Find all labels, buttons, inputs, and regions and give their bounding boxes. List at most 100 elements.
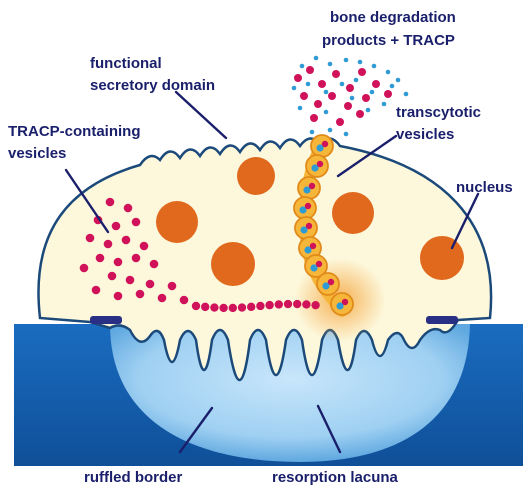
tracp-vesicle (311, 301, 319, 309)
label-ruffled-border: ruffled border (84, 469, 182, 486)
nucleus-3 (211, 242, 255, 286)
label-bone-products-2: products + TRACP (322, 32, 455, 49)
tracp-vesicle (192, 302, 200, 310)
product-tracp (306, 66, 314, 74)
tracp-vesicle (136, 290, 145, 299)
tracp-vesicle (247, 303, 255, 311)
label-transcytotic-2: vesicles (396, 126, 454, 143)
tracp-vesicle (293, 300, 301, 308)
product-bone-fragment (324, 110, 329, 115)
tracp-vesicle (302, 300, 310, 308)
tracp-vesicle (92, 286, 101, 295)
sealing-zone-left (90, 316, 122, 324)
tracp-vesicle (126, 276, 135, 285)
tracp-vesicle (104, 240, 113, 249)
vesicle-content-magenta (316, 261, 322, 267)
label-bone-products-1: bone degradation (330, 9, 456, 26)
vesicle-content-magenta (328, 279, 334, 285)
tracp-vesicle (275, 300, 283, 308)
product-tracp (328, 92, 336, 100)
tracp-vesicle (106, 198, 115, 207)
tracp-vesicle (132, 254, 141, 263)
tracp-vesicle (168, 282, 177, 291)
product-tracp (372, 80, 380, 88)
product-bone-fragment (386, 70, 391, 75)
tracp-vesicle (146, 280, 155, 289)
product-bone-fragment (292, 86, 297, 91)
product-bone-fragment (344, 132, 349, 137)
tracp-vesicle (114, 258, 123, 267)
nucleus-1 (237, 157, 275, 195)
product-bone-fragment (404, 92, 409, 97)
product-bone-fragment (354, 78, 359, 83)
nucleus-2 (156, 201, 198, 243)
tracp-vesicle (180, 296, 189, 305)
label-secretory-1: functional (90, 55, 162, 72)
label-resorption-lacuna: resorption lacuna (272, 469, 399, 486)
product-bone-fragment (372, 64, 377, 69)
degradation-products-group (292, 56, 409, 137)
product-tracp (318, 80, 326, 88)
tracp-vesicle (140, 242, 149, 251)
label-tracp-1: TRACP-containing (8, 123, 141, 140)
tracp-vesicle (80, 264, 89, 273)
product-tracp (332, 70, 340, 78)
product-bone-fragment (314, 56, 319, 61)
tracp-vesicle (124, 204, 133, 213)
product-tracp (356, 110, 364, 118)
tracp-vesicle (210, 303, 218, 311)
product-tracp (384, 90, 392, 98)
product-bone-fragment (344, 58, 349, 63)
product-tracp (310, 114, 318, 122)
product-bone-fragment (324, 90, 329, 95)
label-nucleus: nucleus (456, 179, 513, 196)
product-tracp (346, 84, 354, 92)
product-bone-fragment (310, 130, 315, 135)
tracp-vesicle (112, 222, 121, 231)
tracp-vesicle (201, 303, 209, 311)
tracp-vesicle (158, 294, 167, 303)
product-bone-fragment (300, 64, 305, 69)
product-bone-fragment (340, 82, 345, 87)
tracp-vesicle (256, 302, 264, 310)
product-bone-fragment (366, 108, 371, 113)
tracp-vesicle (108, 272, 117, 281)
vesicle-content-magenta (342, 299, 348, 305)
tracp-vesicle (86, 234, 95, 243)
product-bone-fragment (328, 128, 333, 133)
vesicle-content-magenta (309, 183, 315, 189)
product-tracp (344, 102, 352, 110)
tracp-vesicle (132, 218, 141, 227)
vesicle-content-magenta (305, 203, 311, 209)
product-bone-fragment (382, 102, 387, 107)
product-bone-fragment (298, 106, 303, 111)
sealing-zone-right (426, 316, 458, 324)
product-tracp (358, 68, 366, 76)
product-tracp (362, 94, 370, 102)
label-tracp-2: vesicles (8, 145, 66, 162)
tracp-vesicle (219, 304, 227, 312)
product-tracp (336, 118, 344, 126)
tracp-vesicle (150, 260, 159, 269)
product-tracp (300, 92, 308, 100)
tracp-vesicle (96, 254, 105, 263)
product-bone-fragment (306, 82, 311, 87)
product-tracp (294, 74, 302, 82)
tracp-vesicle (122, 236, 131, 245)
vesicle-content-magenta (317, 161, 323, 167)
product-bone-fragment (328, 62, 333, 67)
tracp-vesicle (284, 300, 292, 308)
vesicle-content-magenta (310, 243, 316, 249)
nucleus-4 (332, 192, 374, 234)
product-bone-fragment (390, 84, 395, 89)
leader-secretory (176, 92, 226, 138)
product-bone-fragment (350, 96, 355, 101)
nucleus-5 (420, 236, 464, 280)
label-secretory-2: secretory domain (90, 77, 215, 94)
tracp-vesicle (238, 303, 246, 311)
product-tracp (314, 100, 322, 108)
tracp-vesicle (229, 304, 237, 312)
product-bone-fragment (396, 78, 401, 83)
